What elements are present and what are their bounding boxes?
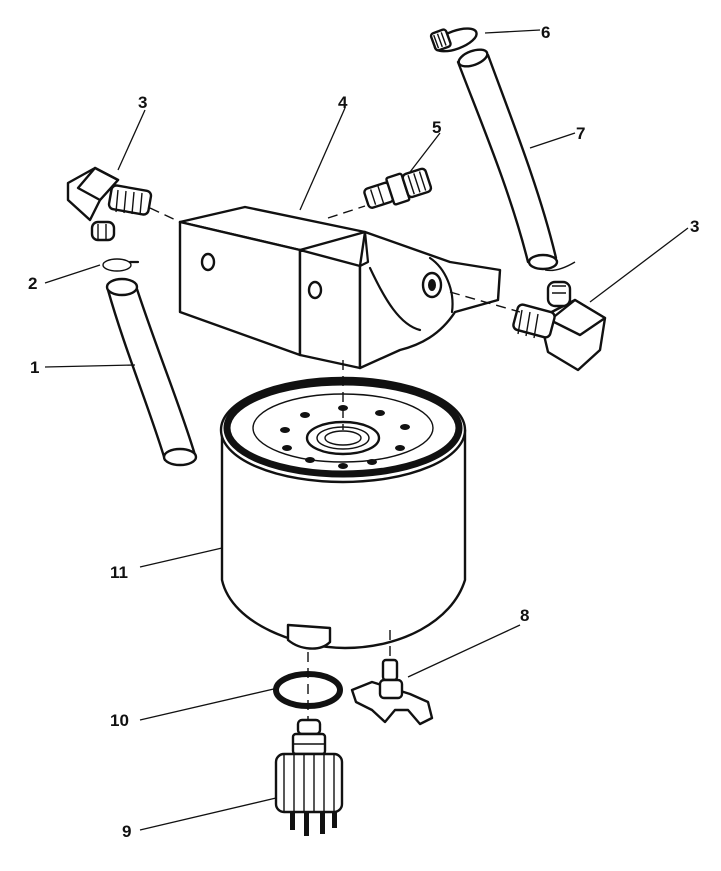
hose-clamp-left	[102, 258, 140, 272]
drain-valve	[350, 658, 434, 726]
callout-4: 4	[338, 93, 348, 112]
callout-7: 7	[576, 124, 585, 143]
center-lines	[149, 205, 521, 720]
elbow-fitting-left	[66, 166, 153, 242]
callout-8: 8	[520, 606, 529, 625]
hose-lower-left	[105, 277, 198, 467]
callout-2: 2	[28, 274, 37, 293]
adapter-fitting	[363, 167, 433, 209]
water-sensor	[274, 718, 344, 836]
hose-upper-right	[456, 48, 576, 272]
filter-mounting-bracket	[178, 205, 502, 370]
callout-5: 5	[432, 118, 441, 137]
callout-10: 10	[110, 711, 129, 730]
callout-1: 1	[30, 358, 39, 377]
callout-labels: 3 4 5 6 7 3 2 1 11 8 10 9	[28, 23, 699, 841]
callout-3-left: 3	[138, 93, 147, 112]
callout-3-right: 3	[690, 217, 699, 236]
elbow-fitting-right	[512, 280, 607, 372]
fuel-filter-element	[219, 376, 467, 650]
callout-11: 11	[110, 563, 128, 582]
callout-9: 9	[122, 822, 131, 841]
hose-clamp-top	[429, 27, 478, 53]
leader-lines	[44, 29, 689, 831]
callout-6: 6	[541, 23, 550, 42]
